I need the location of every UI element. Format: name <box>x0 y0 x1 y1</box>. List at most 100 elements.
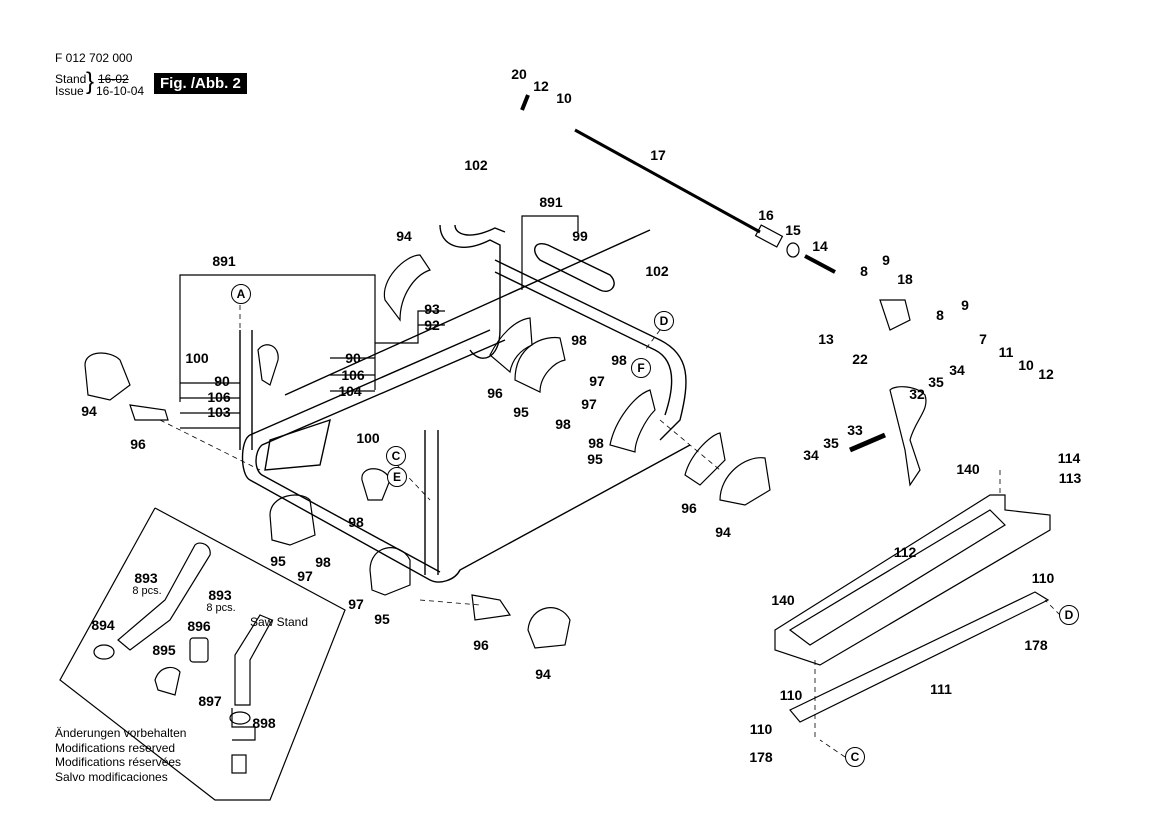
part-label: 94 <box>535 666 551 682</box>
part-label: 178 <box>749 749 773 765</box>
part-label: 894 <box>91 617 115 633</box>
old-date: 16-02 <box>98 72 129 86</box>
part-label: 95 <box>270 553 286 569</box>
part-label: 33 <box>847 422 863 438</box>
part-label: 7 <box>979 331 987 347</box>
part-label: 94 <box>81 403 97 419</box>
part-label: 9 <box>961 297 969 313</box>
part-label: 97 <box>581 396 597 412</box>
part-label: 20 <box>511 66 527 82</box>
part-label: 95 <box>513 404 529 420</box>
part-label: 100 <box>185 350 209 366</box>
part-label: 891 <box>212 253 236 269</box>
part-label: 17 <box>650 147 666 163</box>
part-label: 99 <box>572 228 588 244</box>
part-label: 98 <box>588 435 604 451</box>
part-label: 893 <box>134 570 158 586</box>
part-label: 898 <box>252 715 276 731</box>
part-label: 8 <box>936 307 944 323</box>
part-label: 32 <box>909 386 925 402</box>
part-label: 98 <box>555 416 571 432</box>
callout-d: D <box>654 311 674 331</box>
part-label: 12 <box>1038 366 1054 382</box>
part-label: 891 <box>539 194 563 210</box>
assembly-lines <box>159 305 1061 758</box>
part-label: 92 <box>424 317 440 333</box>
qty-label: 8 pcs. <box>132 585 162 597</box>
part-label: 11 <box>998 344 1014 360</box>
note-fr: Modifications réservées <box>55 755 182 769</box>
part-label: 90 <box>345 350 361 366</box>
callout-c: C <box>845 747 865 767</box>
part-label: 102 <box>645 263 669 279</box>
callout-c: C <box>386 446 406 466</box>
part-label: 97 <box>297 568 313 584</box>
part-label: 10 <box>556 90 572 106</box>
part-label: 112 <box>893 544 917 560</box>
part-label: 97 <box>589 373 605 389</box>
rail-assembly <box>774 494 1051 723</box>
part-label: 103 <box>207 404 231 420</box>
part-label: 114 <box>1057 450 1081 466</box>
part-label: 10 <box>1018 357 1034 373</box>
brace: } <box>86 68 95 95</box>
part-label: 102 <box>464 157 488 173</box>
saw-stand-inset <box>59 507 346 801</box>
part-label: 94 <box>715 524 731 540</box>
part-label: 35 <box>823 435 839 451</box>
part-label: 111 <box>930 681 952 697</box>
part-label: 94 <box>396 228 412 244</box>
part-label: 110 <box>779 687 803 703</box>
part-label: 96 <box>487 385 503 401</box>
part-label: 98 <box>571 332 587 348</box>
part-label: 100 <box>356 430 380 446</box>
note-en: Modifications reserved <box>55 740 176 755</box>
part-label: 22 <box>852 351 868 367</box>
part-label: 896 <box>187 618 211 634</box>
part-label: 96 <box>473 637 489 653</box>
part-label: 16 <box>758 207 774 223</box>
stand-frame <box>239 224 691 583</box>
callout-a: A <box>231 284 251 304</box>
part-label: 98 <box>348 514 364 530</box>
part-label: 96 <box>681 500 697 516</box>
part-label: 93 <box>424 301 440 317</box>
figure-label: Fig. /Abb. 2 <box>154 73 247 94</box>
part-label: 110 <box>749 721 773 737</box>
part-label: 14 <box>812 238 828 254</box>
part-label: 90 <box>214 373 230 389</box>
part-label: 95 <box>374 611 390 627</box>
issue-label: Issue <box>55 84 84 98</box>
part-label: 110 <box>1031 570 1055 586</box>
part-label: 897 <box>198 693 222 709</box>
part-number: F 012 702 000 <box>55 51 133 65</box>
part-label: 35 <box>928 374 944 390</box>
part-label: 95 <box>587 451 603 467</box>
part-label: 98 <box>315 554 331 570</box>
part-label: 34 <box>949 362 965 378</box>
note-es: Salvo modificaciones <box>55 769 168 784</box>
part-label: 140 <box>771 592 795 608</box>
part-label: 96 <box>130 436 146 452</box>
part-label: 13 <box>818 331 834 347</box>
part-label: 97 <box>348 596 364 612</box>
part-label: 9 <box>882 252 890 268</box>
part-label: 15 <box>785 222 801 238</box>
modification-notes: Änderungen vorbehalten Modifications res… <box>55 726 186 784</box>
stand-label: Stand <box>55 72 87 86</box>
clamp-parts <box>84 254 927 649</box>
part-label: 106 <box>207 389 231 405</box>
part-label: 140 <box>956 461 980 477</box>
part-label: 34 <box>803 447 819 463</box>
part-label: 895 <box>152 642 176 658</box>
callout-f: F <box>631 358 651 378</box>
note-de: Änderungen vorbehalten <box>55 726 187 740</box>
part-label: 98 <box>611 352 627 368</box>
qty-label: 8 pcs. <box>206 602 236 614</box>
part-label: 8 <box>860 263 868 279</box>
part-label: 12 <box>533 78 549 94</box>
part-label: 178 <box>1024 637 1048 653</box>
part-label: 18 <box>897 271 913 287</box>
